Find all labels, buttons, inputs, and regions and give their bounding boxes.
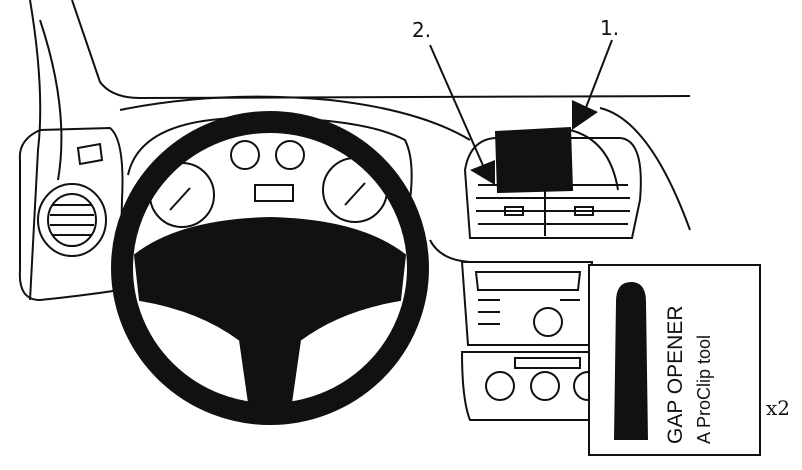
radio-display xyxy=(474,271,582,291)
gauge-needle-left xyxy=(169,187,191,211)
left-pillar-outer xyxy=(29,0,42,301)
callout-line-1 xyxy=(584,39,613,111)
steering-wheel xyxy=(111,111,429,425)
left-pillar-inner xyxy=(39,19,63,181)
radio-knob xyxy=(533,307,563,337)
left-switch xyxy=(76,142,104,166)
climate-knob-2 xyxy=(530,371,560,401)
tool-subtitle: A ProClip tool xyxy=(694,334,714,444)
steering-hub xyxy=(133,216,407,411)
gap-opener-tool-icon xyxy=(614,282,648,440)
callout-2: 2. xyxy=(412,18,432,42)
gauge-needle-right xyxy=(344,182,366,206)
dash-lower-contour xyxy=(429,239,471,263)
a-pillar-line xyxy=(71,0,691,100)
radio-panel xyxy=(460,261,594,346)
tool-title: GAP OPENER xyxy=(664,305,687,445)
dash-top-contour xyxy=(119,95,471,141)
dash-right-contour xyxy=(599,107,691,231)
climate-panel xyxy=(460,351,593,421)
radio-buttons xyxy=(478,299,580,325)
left-vent-outer xyxy=(37,183,107,257)
vent-knob-left xyxy=(504,206,524,216)
callout-line-2 xyxy=(429,44,486,171)
arrow-1 xyxy=(572,100,598,130)
left-vent-slats xyxy=(50,204,94,236)
vent-knob-right xyxy=(574,206,594,216)
gap-opener-inset: GAP OPENER A ProClip tool xyxy=(588,264,761,456)
mounting-bracket xyxy=(494,126,619,194)
arrow-2 xyxy=(470,160,495,185)
steering-rim xyxy=(111,111,429,425)
climate-buttons xyxy=(514,357,581,369)
tool-quantity: x2 xyxy=(766,396,791,420)
climate-knob-1 xyxy=(485,371,515,401)
callout-1: 1. xyxy=(600,16,620,40)
center-vent-housing xyxy=(463,137,642,239)
gauge-small-2 xyxy=(275,140,305,170)
gauge-small-1 xyxy=(230,140,260,170)
cluster-display xyxy=(254,184,294,202)
left-vent-inner xyxy=(47,193,97,247)
